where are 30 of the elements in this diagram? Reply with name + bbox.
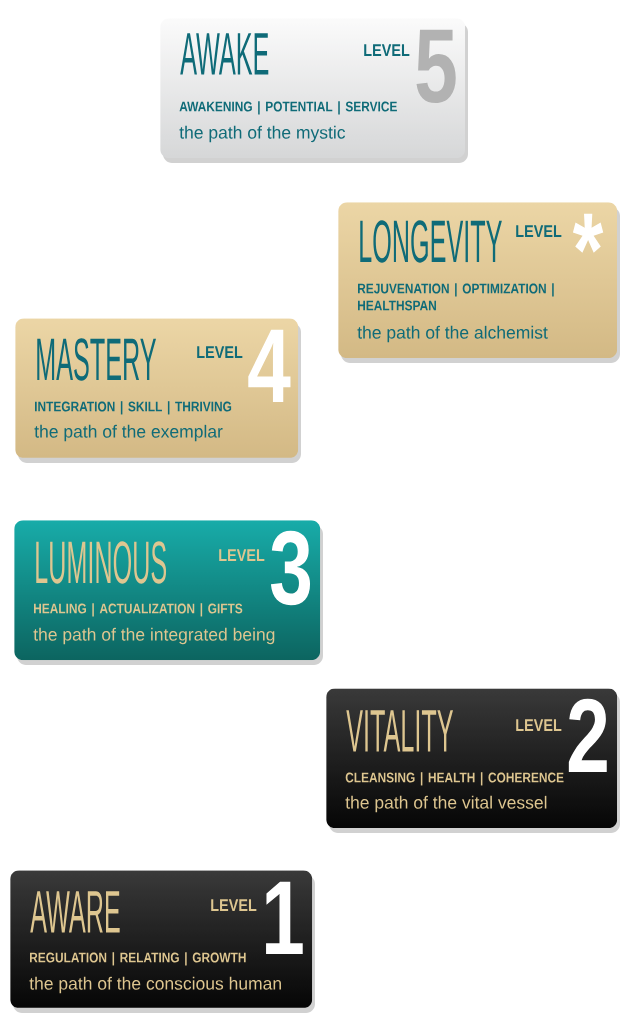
path-text: the path of the mystic xyxy=(179,125,346,143)
card-title: MASTERY xyxy=(37,338,156,381)
level-label: LEVEL xyxy=(211,899,257,911)
keyword-list: AWAKENING | POTENTIAL | SERVICE xyxy=(179,101,397,115)
level-number: 5 xyxy=(416,29,456,103)
level-label: LEVEL xyxy=(219,549,265,561)
level-number: 4 xyxy=(248,329,291,402)
level-number: * xyxy=(572,213,604,253)
path-text: the path of the vital vessel xyxy=(345,795,547,813)
card-title: LONGEVITY xyxy=(360,220,502,263)
path-text: the path of the conscious human xyxy=(29,976,281,994)
level-label: LEVEL xyxy=(364,44,410,56)
level-number: 1 xyxy=(266,881,303,954)
keyword-list: CLEANSING | HEALTH | COHERENCE xyxy=(345,772,564,786)
level-label: LEVEL xyxy=(516,225,562,237)
keyword-list: REGULATION | RELATING | GROWTH xyxy=(30,952,246,966)
keyword-list: REJUVENATION | OPTIMIZATION | HEALTHSPAN xyxy=(358,283,554,311)
keyword-list: HEALING | ACTUALIZATION | GIFTS xyxy=(34,603,243,617)
card-title: AWAKE xyxy=(180,33,269,75)
path-text: the path of the integrated being xyxy=(33,627,275,645)
path-text: the path of the alchemist xyxy=(357,325,548,343)
level-number: 3 xyxy=(270,530,311,606)
card-title: VITALITY xyxy=(346,710,454,752)
path-text: the path of the exemplar xyxy=(34,424,223,442)
level-label: LEVEL xyxy=(197,346,243,358)
card-title: AWARE xyxy=(30,891,120,933)
keyword-list: INTEGRATION | SKILL | THRIVING xyxy=(35,401,232,415)
level-number: 2 xyxy=(568,698,607,772)
card-title: LUMINOUS xyxy=(36,541,167,584)
level-label: LEVEL xyxy=(516,719,562,731)
